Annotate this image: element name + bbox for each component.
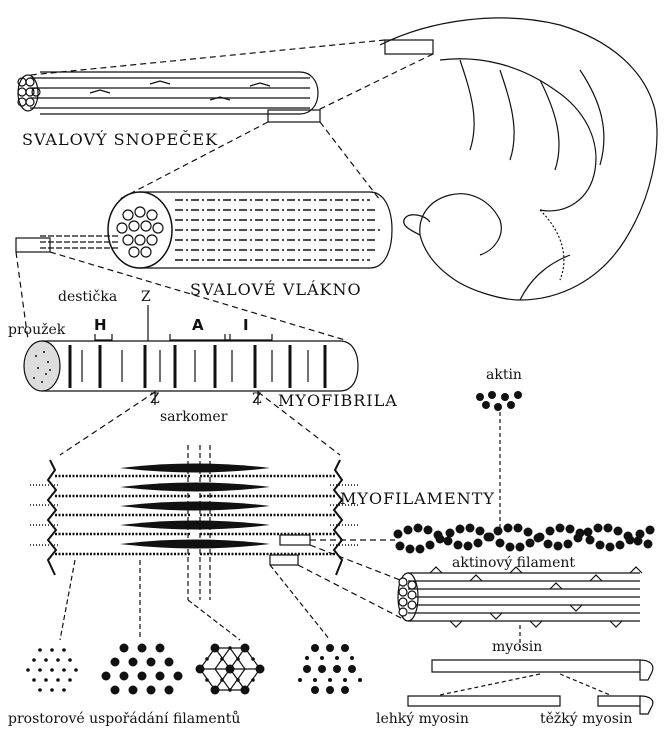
label-svalove-vlakno: SVALOVÉ VLÁKNO (190, 282, 362, 298)
label-i-band: I (243, 318, 249, 333)
label-sarkomer: sarkomer (160, 410, 227, 424)
cross-section-3 (196, 644, 265, 695)
light-myosin (408, 696, 560, 706)
label-lehky-myosin: lehký myosin (376, 712, 469, 726)
label-myosin: myosin (492, 640, 542, 654)
label-prostorove: prostorové uspořádání filamentů (8, 712, 240, 726)
bundle-source-marker (385, 40, 433, 54)
label-svalovy-snopecek: SVALOVÝ SNOPEČEK (22, 132, 218, 148)
actin-filament-source-marker (280, 535, 310, 545)
actin-helix (394, 524, 655, 554)
label-a-band: A (192, 318, 204, 333)
label-h-band: H (94, 318, 107, 333)
cross-section-2 (102, 644, 183, 695)
myofibril-source-marker (16, 238, 50, 252)
thick-filament (398, 567, 642, 627)
muscle-fiber (16, 192, 392, 268)
actin-cluster (476, 391, 522, 411)
myosin-molecule (432, 660, 653, 680)
label-myofilamenty: MYOFILAMENTY (340, 491, 495, 507)
label-desticka: destička (58, 290, 117, 304)
label-z-right: Z (252, 392, 262, 406)
myofilaments (30, 445, 360, 600)
label-myofibrila: MYOFIBRILA (278, 393, 398, 409)
arm-illustration (380, 18, 657, 300)
label-tezky-myosin: těžký myosin (540, 712, 632, 726)
cross-section-1 (26, 648, 78, 692)
fiber-source-marker (268, 110, 320, 122)
myofibril (24, 305, 358, 405)
muscle-bundle (18, 72, 320, 122)
label-aktin: aktin (486, 368, 522, 382)
label-z-left: Z (150, 392, 160, 406)
label-aktinovy-filament: aktinový filament (452, 556, 575, 570)
label-z-top: Z (141, 290, 151, 304)
myosin-source-marker (270, 555, 298, 565)
label-prouzek: proužek (8, 323, 65, 337)
cross-section-4 (298, 644, 362, 694)
